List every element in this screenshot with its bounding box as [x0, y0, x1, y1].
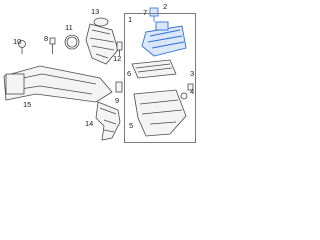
callout-5: 5	[129, 121, 134, 130]
part-bolt-4	[187, 83, 194, 91]
part-grommet	[18, 40, 26, 54]
callout-12: 12	[113, 54, 122, 63]
callout-1: 1	[128, 15, 133, 24]
callout-13: 13	[91, 7, 100, 16]
callout-4: 4	[190, 87, 195, 96]
part-sensor	[149, 7, 159, 22]
part-filter-element	[131, 59, 177, 79]
callout-6: 6	[127, 69, 132, 78]
part-bolt-12	[116, 41, 123, 56]
callout-14: 14	[85, 119, 94, 128]
part-hose-clamp	[64, 34, 80, 50]
part-lower-hose	[95, 101, 121, 141]
part-clip	[115, 81, 123, 93]
assembly-frame	[124, 13, 196, 143]
callout-3: 3	[190, 69, 195, 78]
callout-11: 11	[65, 23, 73, 32]
part-air-duct	[3, 65, 113, 103]
callout-7: 7	[143, 8, 148, 17]
callout-15: 15	[23, 100, 32, 109]
callout-8: 8	[44, 34, 49, 43]
part-intake-hose	[85, 17, 119, 65]
callout-2: 2	[163, 2, 168, 11]
callout-10: 10	[13, 37, 22, 46]
part-bolt-8	[49, 37, 56, 54]
part-upper-cover	[141, 21, 187, 57]
part-lower-case	[133, 89, 188, 137]
callout-9: 9	[115, 96, 120, 105]
parts-diagram	[3, 7, 194, 141]
